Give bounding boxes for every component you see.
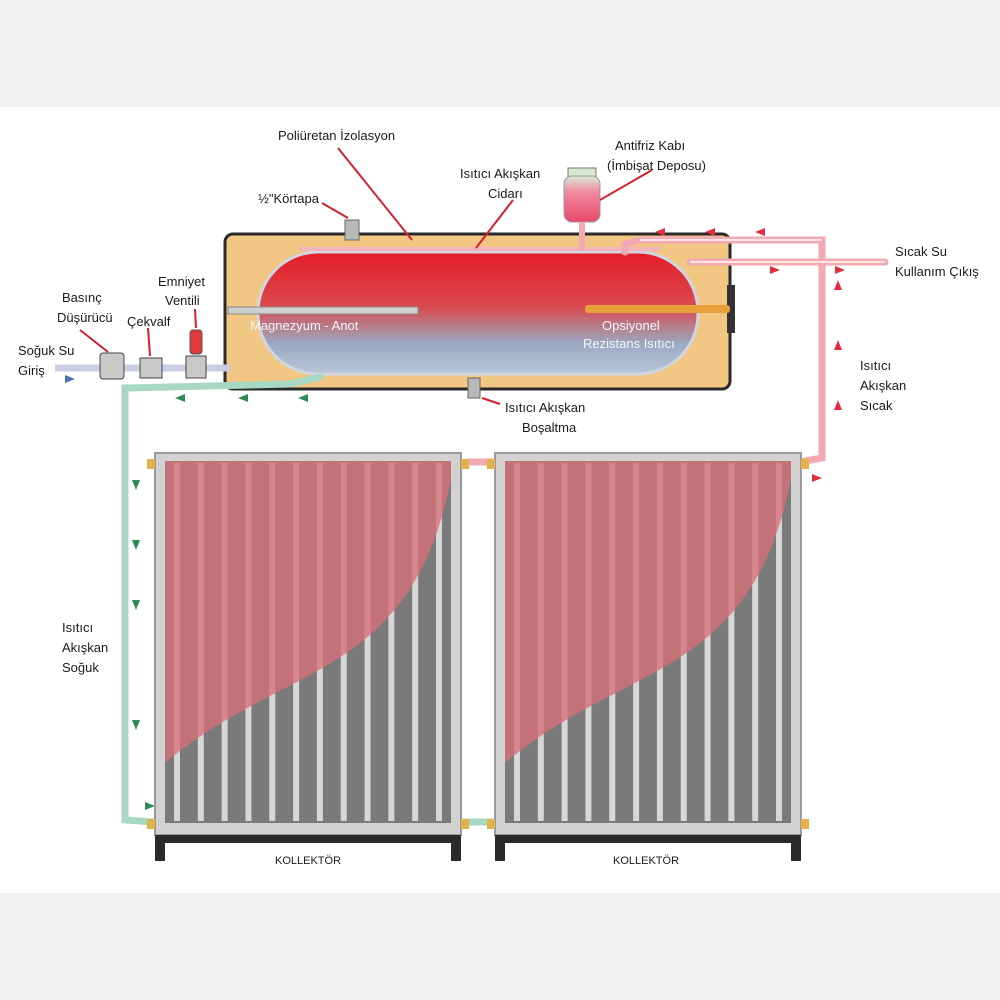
label-akiskan-soguk: Isıtıcı [62,620,93,635]
arrow-right-icon [65,375,75,383]
arrow-left-icon [175,394,185,402]
brass-fitting [487,459,495,469]
label-sicak-su-sub: Kullanım Çıkış [895,264,979,279]
label-soguk-su: Soğuk Su [18,343,74,358]
safety-valve-cap [189,329,203,355]
arrow-right-icon [812,474,822,482]
label-bosaltma: Isıtıcı Akışkan [505,400,585,415]
brass-fitting [801,819,809,829]
storage-tank [223,219,735,399]
label-cekvalf: Çekvalf [127,314,171,329]
collector-tube [412,463,419,821]
arrow-down-icon [132,720,140,730]
collector-base [155,835,461,843]
arrow-down-icon [132,480,140,490]
labels: Poliüretan İzolasyon Antifriz Kabı (İmbi… [18,128,979,867]
label-soguk-su-sub: Giriş [18,363,45,378]
leader-lines [79,147,653,405]
collector-tube [776,463,782,821]
collector-right [487,452,809,861]
plug-fitting [344,219,360,241]
label-akiskan-soguk-2: Akışkan [62,640,108,655]
collectors [147,452,809,861]
collector-hot-zone [505,461,791,763]
label-cidar-sub: Cidarı [488,186,523,201]
arrow-down-icon [132,600,140,610]
drain-fitting [467,377,481,399]
collector-leg [791,843,801,861]
label-akiskan-sicak-2: Akışkan [860,378,906,393]
arrow-up-icon [834,280,842,290]
brass-fitting [461,459,469,469]
label-cidar: Isıtıcı Akışkan [460,166,540,181]
arrow-left-icon [755,228,765,236]
collector-tube [364,463,371,821]
label-akiskan-sicak-3: Sıcak [860,398,893,413]
magnesium-anode [227,306,419,315]
label-antifriz: Antifriz Kabı [615,138,685,153]
resistance-heater [585,305,730,313]
brass-fitting [147,459,155,469]
label-akiskan-sicak: Isıtıcı [860,358,891,373]
collector-tube [388,463,395,821]
label-sicak-su: Sıcak Su [895,244,947,259]
brass-fitting [487,819,495,829]
label-bosaltma-sub: Boşaltma [522,420,577,435]
collector-tube [728,463,735,821]
brass-fitting [461,819,469,829]
arrow-left-icon [238,394,248,402]
label-emniyet: Emniyet [158,274,205,289]
brass-fitting [147,819,155,829]
label-kollektor-left: KOLLEKTÖR [275,855,341,867]
check-valve [139,357,163,379]
collector-hot-zone [165,461,451,763]
arrow-left-icon [298,394,308,402]
arrow-right-icon [145,802,155,810]
label-rezistans: Opsiyonel [602,318,660,333]
safety-valve-body [185,355,207,379]
label-kortapa: ½"Körtapa [258,191,320,206]
collector-left [147,452,469,861]
collector-tube [704,463,711,821]
arrow-up-icon [834,400,842,410]
label-rezistans-sub: Rezistans Isıtıcı [583,336,675,351]
collector-tube [436,463,442,821]
collector-leg [451,843,461,861]
brass-fitting [801,459,809,469]
jar-body [563,175,601,223]
arrow-right-icon [770,266,780,274]
arrow-right-icon [835,266,845,274]
expansion-tank [563,167,601,250]
pressure-reducer [99,352,125,380]
collector-base [495,835,801,843]
flow-arrows [65,228,845,810]
label-akiskan-soguk-3: Soğuk [62,660,99,675]
arrow-left-icon [705,228,715,236]
arrow-down-icon [132,540,140,550]
arrow-left-icon [655,228,665,236]
label-basinc-sub: Düşürücü [57,310,113,325]
label-emniyet-sub: Ventili [165,293,200,308]
arrow-up-icon [834,340,842,350]
label-basinc: Basınç [62,290,102,305]
label-poliuretan: Poliüretan İzolasyon [278,128,395,143]
jar-stem [579,222,585,250]
label-antifriz-sub: (İmbişat Deposu) [607,158,706,173]
tank-end-cap [727,285,735,333]
collector-leg [495,843,505,861]
collector-leg [155,843,165,861]
label-kollektor-right: KOLLEKTÖR [613,855,679,867]
valves [99,329,207,380]
label-magnezyum: Magnezyum - Anot [250,318,359,333]
collector-tube [752,463,759,821]
